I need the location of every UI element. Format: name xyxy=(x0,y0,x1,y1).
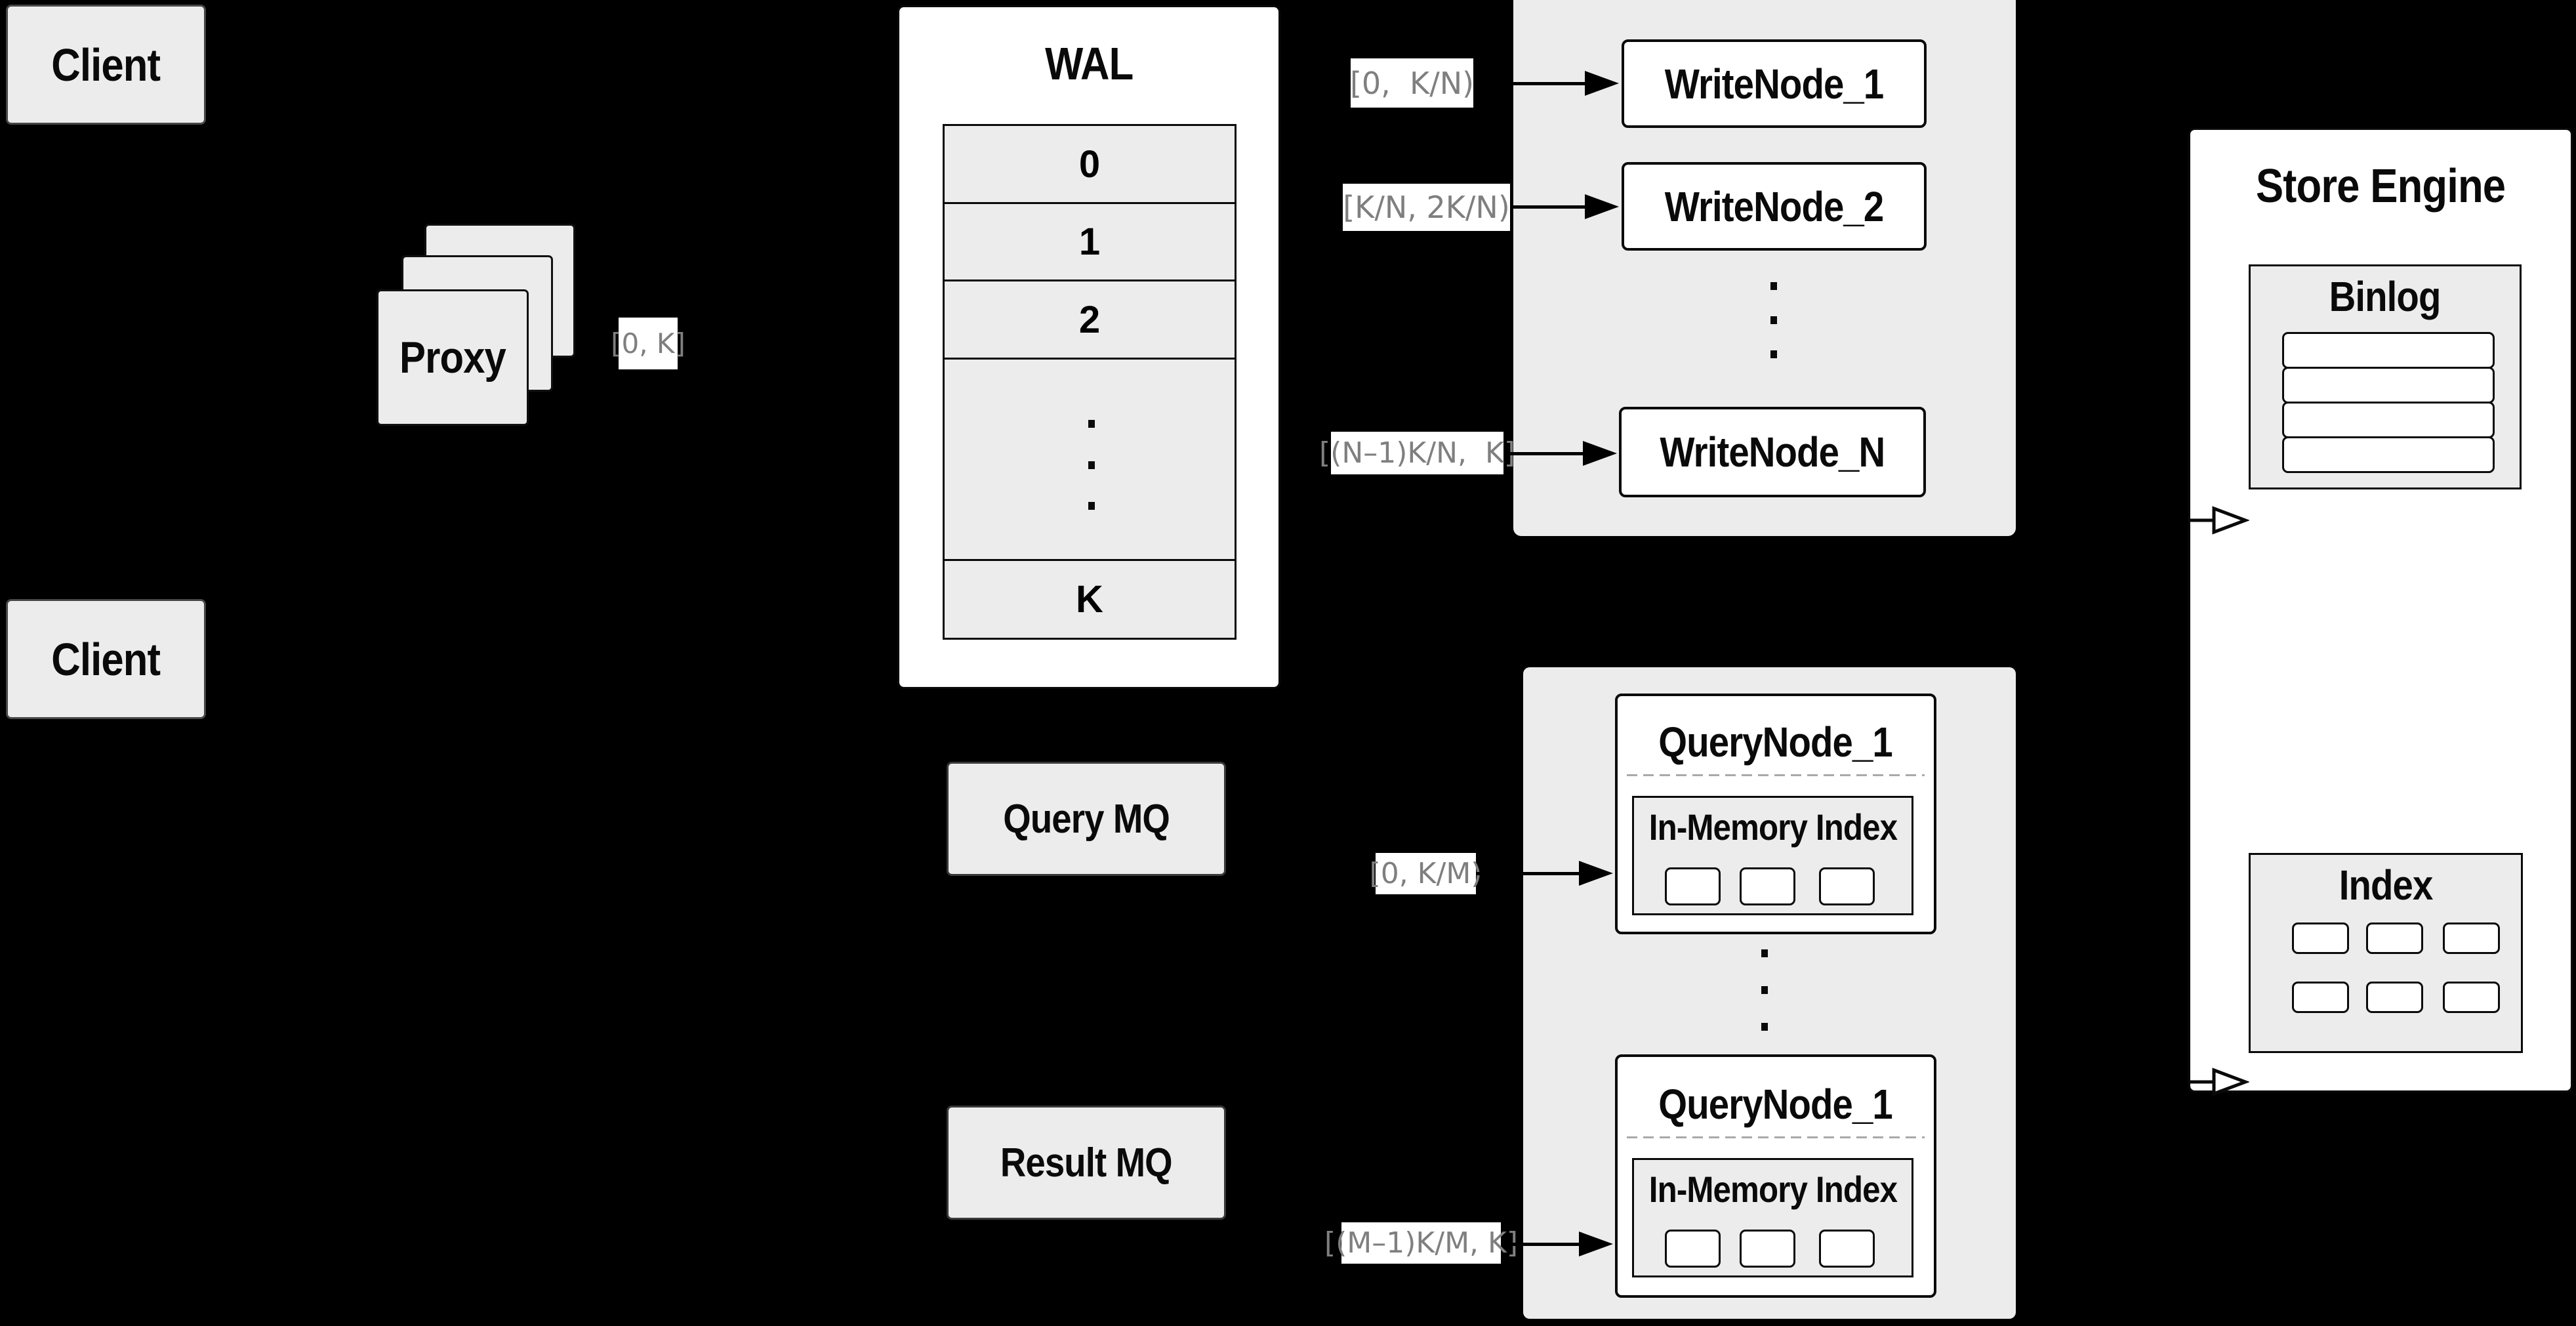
query-mq-label: Query MQ xyxy=(1003,796,1170,842)
client-bottom-box: Client xyxy=(6,599,206,719)
arrow-line xyxy=(1510,205,1586,209)
dashed-divider xyxy=(1627,774,1925,776)
segment-cell xyxy=(1819,1230,1875,1268)
range-chip-proxy-out: [0, K] xyxy=(611,318,685,369)
dashed-divider xyxy=(1627,1136,1925,1138)
wal-row-1: 1 xyxy=(943,202,1237,281)
segment-cell xyxy=(1740,867,1795,905)
wal-row-k: K xyxy=(943,559,1237,640)
query-node-top-box: QueryNode_1 In-Memory Index xyxy=(1615,694,1936,934)
store-engine-title-wrap: Store Engine xyxy=(2190,155,2571,217)
index-cell xyxy=(2292,982,2349,1013)
query-node-bottom-box: QueryNode_1 In-Memory Index xyxy=(1615,1054,1936,1298)
in-memory-index-top-box: In-Memory Index xyxy=(1632,796,1913,915)
index-title: Index xyxy=(2339,861,2434,909)
arrow-line xyxy=(1501,1243,1581,1246)
segment-cell xyxy=(1740,1230,1795,1268)
write-node-n-box: WriteNode_N xyxy=(1619,407,1926,497)
arrow-line xyxy=(1473,82,1587,85)
wal-title: WAL xyxy=(1044,37,1134,89)
index-cell xyxy=(2443,922,2500,954)
range-chip-write-1: [0, K/N) xyxy=(1350,58,1474,108)
index-cell xyxy=(2292,922,2349,954)
write-node-2-label: WriteNode_2 xyxy=(1664,182,1884,230)
binlog-title: Binlog xyxy=(2329,273,2442,320)
ellipsis-dot-icon xyxy=(1088,420,1095,428)
arrowhead-icon xyxy=(1579,1232,1613,1256)
ellipsis-dot-icon xyxy=(1770,350,1777,358)
range-chip-write-n: [(N–1)K/N, K] xyxy=(1319,432,1515,474)
arrow-line xyxy=(1503,452,1585,455)
wal-container: WAL 0 1 2 K xyxy=(897,5,1280,689)
binlog-row xyxy=(2282,402,2495,438)
index-box: Index xyxy=(2249,853,2523,1053)
binlog-title-wrap: Binlog xyxy=(2251,270,2520,323)
arrow-line xyxy=(1476,872,1581,875)
arrowhead-icon xyxy=(1583,441,1617,466)
segment-cell xyxy=(1665,867,1721,905)
write-node-n-label: WriteNode_N xyxy=(1660,428,1886,476)
index-cell xyxy=(2366,922,2423,954)
arrowhead-icon xyxy=(1585,194,1619,219)
store-engine-title: Store Engine xyxy=(2255,159,2506,213)
ellipsis-dot-icon xyxy=(1770,282,1777,290)
in-memory-index-bottom-box: In-Memory Index xyxy=(1632,1158,1913,1277)
ellipsis-dot-icon xyxy=(1761,949,1768,957)
binlog-row xyxy=(2282,367,2495,404)
write-node-1-label: WriteNode_1 xyxy=(1664,60,1884,108)
wal-table: 0 1 2 K xyxy=(943,124,1237,640)
binlog-row xyxy=(2282,332,2495,369)
index-cell xyxy=(2443,982,2500,1013)
query-node-bottom-label: QueryNode_1 xyxy=(1658,1081,1893,1128)
client-top-box: Client xyxy=(6,5,206,125)
query-node-top-label: QueryNode_1 xyxy=(1658,718,1893,766)
wal-row-0: 0 xyxy=(943,124,1237,204)
client-top-label: Client xyxy=(51,39,161,91)
wal-row-2: 2 xyxy=(943,280,1237,360)
segment-cell xyxy=(1665,1230,1721,1268)
store-engine-container: Store Engine Binlog Index xyxy=(2188,128,2573,1096)
write-node-1-box: WriteNode_1 xyxy=(1622,39,1927,128)
binlog-row xyxy=(2282,436,2495,473)
write-node-2-box: WriteNode_2 xyxy=(1622,162,1927,251)
range-chip-query-1: [0, K/M) xyxy=(1370,853,1482,894)
proxy-label: Proxy xyxy=(399,333,506,383)
ellipsis-dot-icon xyxy=(1761,986,1768,994)
wal-title-wrap: WAL xyxy=(899,32,1278,94)
index-title-wrap: Index xyxy=(2251,859,2521,911)
ellipsis-dot-icon xyxy=(1088,461,1095,469)
range-chip-query-m: [(M–1)K/M, K] xyxy=(1324,1222,1518,1264)
index-cell xyxy=(2366,982,2423,1013)
in-memory-index-top-label: In-Memory Index xyxy=(1648,806,1897,848)
range-chip-write-2: [K/N, 2K/N) xyxy=(1343,184,1510,231)
open-arrow-index-icon xyxy=(2189,1067,2249,1096)
in-memory-index-bottom-label: In-Memory Index xyxy=(1648,1168,1897,1210)
proxy-card-front: Proxy xyxy=(377,289,529,426)
client-bottom-label: Client xyxy=(51,633,161,685)
arrowhead-icon xyxy=(1579,861,1613,886)
binlog-rows xyxy=(2282,332,2495,473)
arrowhead-icon xyxy=(1585,71,1619,96)
ellipsis-dot-icon xyxy=(1761,1023,1768,1031)
ellipsis-dot-icon xyxy=(1770,316,1777,324)
ellipsis-dot-icon xyxy=(1088,502,1095,510)
result-mq-box: Result MQ xyxy=(947,1106,1226,1220)
result-mq-label: Result MQ xyxy=(1000,1140,1173,1186)
binlog-box: Binlog xyxy=(2249,264,2522,489)
query-mq-box: Query MQ xyxy=(947,762,1226,876)
open-arrow-binlog-icon xyxy=(2189,506,2249,535)
wal-row-ellipsis xyxy=(943,358,1237,561)
segment-cell xyxy=(1819,867,1875,905)
